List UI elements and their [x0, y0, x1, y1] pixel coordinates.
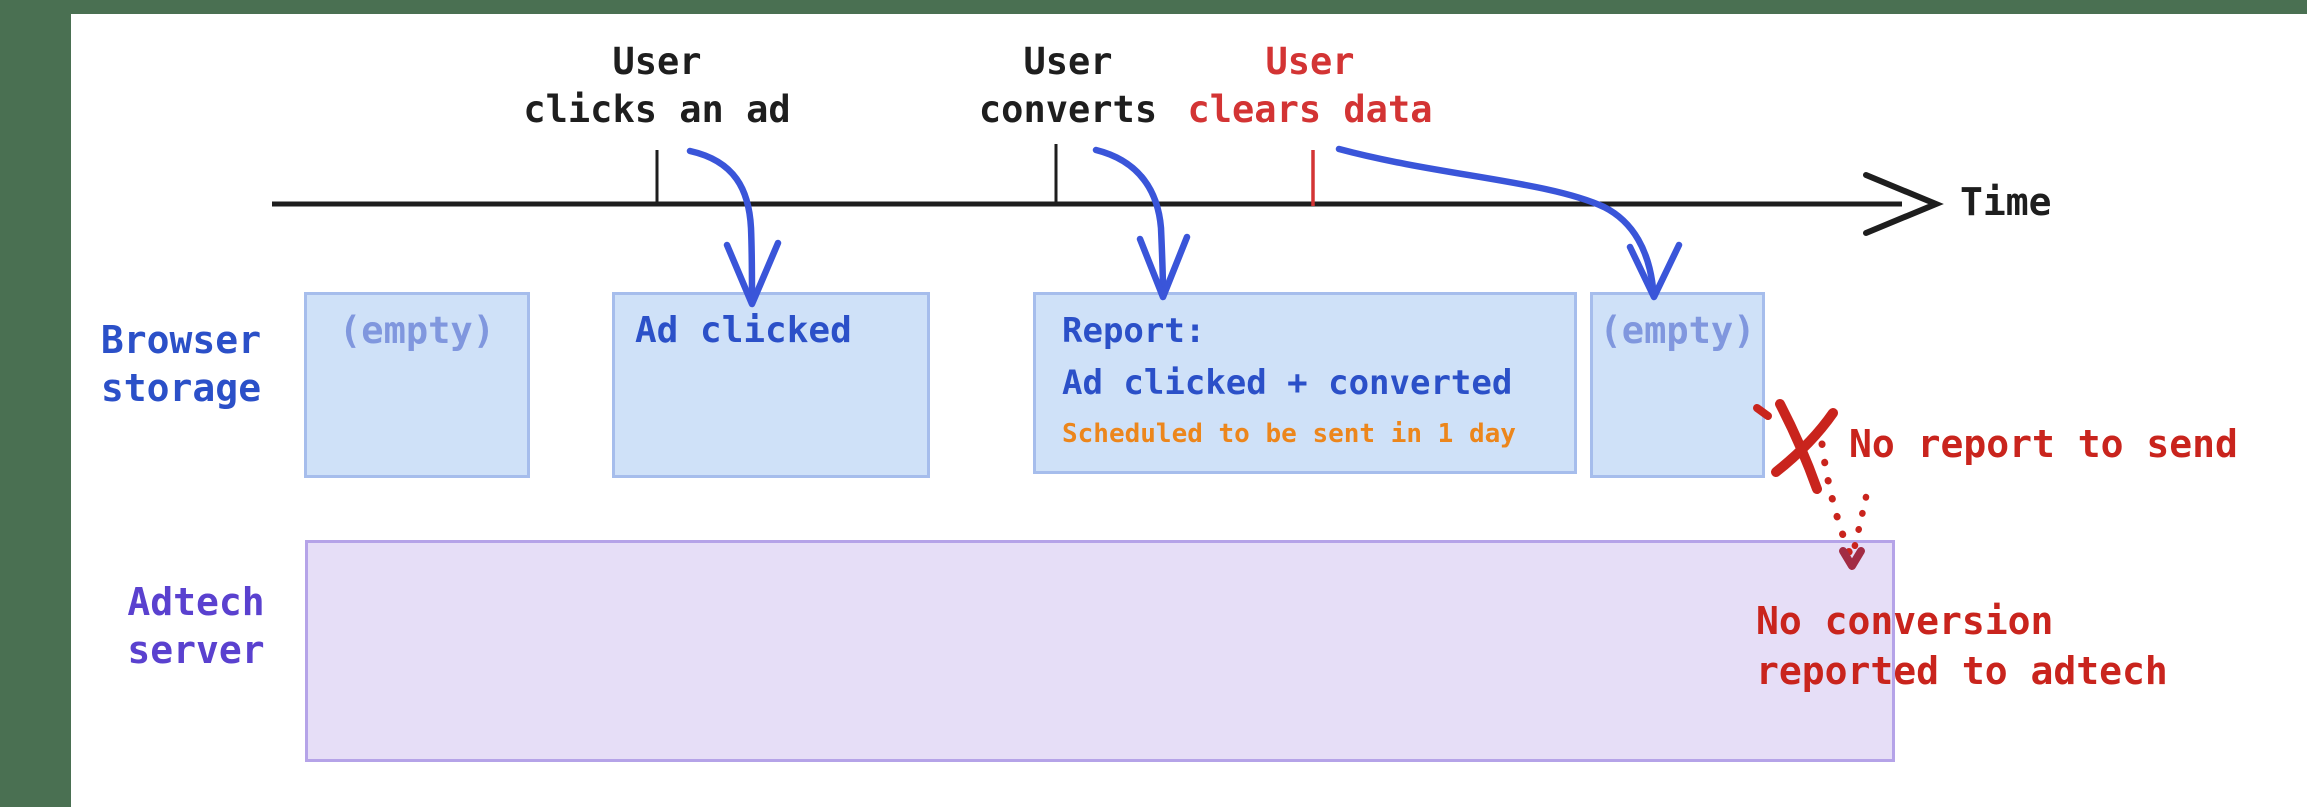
event-label-user-converts: User converts	[979, 38, 1157, 134]
time-axis-arrowhead-icon	[1863, 172, 1944, 236]
row-label-line: server	[127, 628, 265, 672]
report-title: Report:	[1062, 311, 1206, 351]
no-report-annotation: No report to send	[1849, 422, 2238, 466]
no-conversion-line: No conversion	[1756, 599, 2054, 643]
storage-box-report: Report: Ad clicked + converted Scheduled…	[1033, 292, 1577, 474]
time-axis	[272, 172, 1944, 236]
event-label-line: converts	[978, 88, 1158, 131]
storage-box-text: (empty)	[1599, 309, 1756, 352]
adtech-server-row-label: Adtech server	[127, 578, 264, 674]
report-schedule-note: Scheduled to be sent in 1 day	[1062, 419, 1516, 449]
arrow-clear-to-storage-icon	[1335, 145, 1683, 301]
adtech-server-box	[305, 540, 1895, 762]
report-subtitle: Ad clicked + converted	[1062, 363, 1513, 403]
red-x-icon	[1753, 399, 1838, 494]
event-label-line: User	[1265, 40, 1355, 83]
browser-storage-row-label: Browser storage	[101, 316, 261, 412]
arrow-click-to-storage-icon	[686, 147, 782, 308]
event-label-user-clears-data: User clears data	[1187, 38, 1432, 134]
arrow-convert-to-storage-icon	[1092, 146, 1191, 301]
time-axis-label: Time	[1960, 180, 2052, 224]
no-conversion-annotation: No conversion reported to adtech	[1756, 596, 2168, 696]
top-accent-bar	[0, 0, 2307, 14]
event-label-line: User	[612, 40, 702, 83]
no-conversion-line: reported to adtech	[1756, 649, 2168, 693]
event-label-line: User	[1023, 40, 1113, 83]
storage-box-empty-2: (empty)	[1590, 292, 1765, 478]
storage-box-empty-1: (empty)	[304, 292, 530, 478]
left-accent-bar	[0, 0, 71, 807]
storage-box-ad-clicked: Ad clicked	[612, 292, 930, 478]
event-label-line: clicks an ad	[523, 88, 791, 131]
event-label-user-clicks-an-ad: User clicks an ad	[523, 38, 790, 134]
row-label-line: storage	[100, 366, 262, 410]
row-label-line: Adtech	[127, 580, 265, 624]
storage-box-text: Ad clicked	[635, 310, 852, 351]
storage-box-text: (empty)	[339, 309, 495, 352]
event-label-line: clears data	[1187, 88, 1433, 131]
row-label-line: Browser	[100, 318, 262, 362]
